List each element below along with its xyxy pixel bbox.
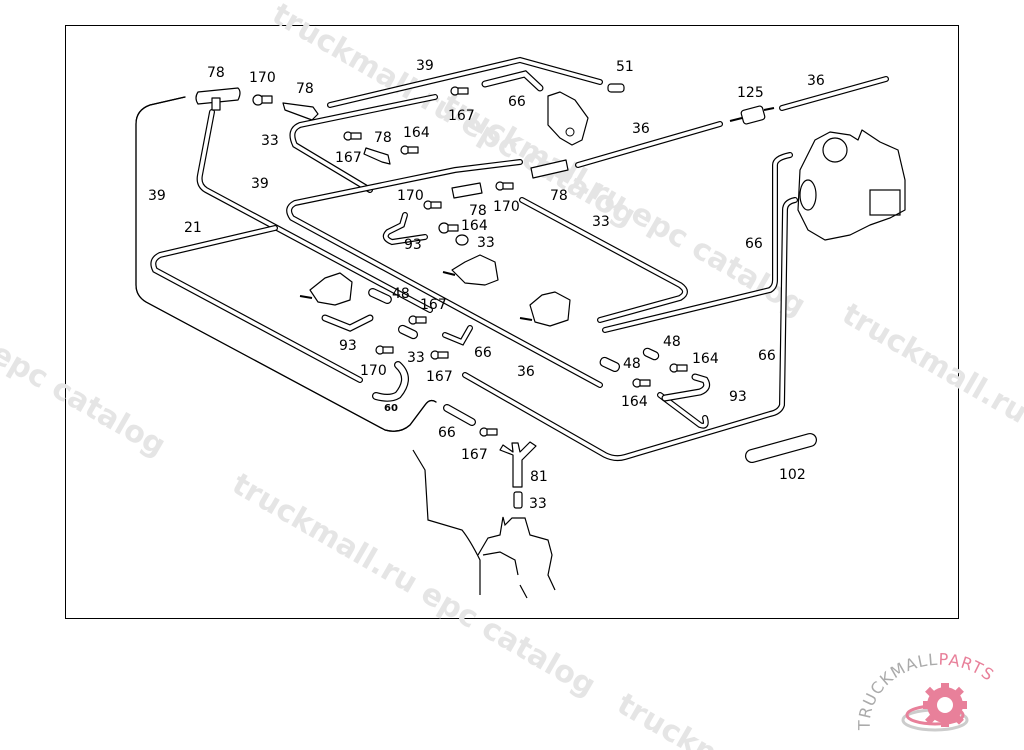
y-piece-78 bbox=[363, 147, 391, 165]
callout-label[interactable]: 78 bbox=[296, 81, 314, 97]
callout-label[interactable]: 39 bbox=[148, 188, 166, 204]
callout-label[interactable]: 33 bbox=[529, 496, 547, 512]
callout-label[interactable]: 102 bbox=[779, 467, 806, 483]
callout-label[interactable]: 66 bbox=[745, 236, 763, 252]
callout-label[interactable]: 78 bbox=[207, 65, 225, 81]
callout-label[interactable]: 93 bbox=[404, 237, 422, 253]
vacuum-actuator bbox=[442, 254, 499, 286]
hose-93 bbox=[321, 314, 374, 332]
check-valve-164 bbox=[669, 363, 688, 373]
vacuum-actuator bbox=[519, 291, 571, 327]
callout-label[interactable]: 39 bbox=[251, 176, 269, 192]
callout-label[interactable]: 78 bbox=[374, 130, 392, 146]
callout-label[interactable]: 66 bbox=[474, 345, 492, 361]
check-valve-170 bbox=[375, 345, 394, 355]
check-valve-167 bbox=[479, 427, 498, 437]
callout-label[interactable]: 164 bbox=[621, 394, 648, 410]
sleeve-48 bbox=[368, 288, 392, 304]
callout-label[interactable]: 33 bbox=[407, 350, 425, 366]
check-valve-167 bbox=[450, 86, 469, 96]
check-valve-170 bbox=[495, 181, 514, 191]
callout-label[interactable]: 66 bbox=[508, 94, 526, 110]
callout-label[interactable]: 48 bbox=[623, 356, 641, 372]
vacuum-actuator bbox=[299, 272, 353, 306]
cap-51 bbox=[607, 83, 625, 93]
callout-label[interactable]: 81 bbox=[530, 469, 548, 485]
watermark: truckmall.ru epc catalog bbox=[0, 227, 171, 464]
callout-label[interactable]: 21 bbox=[184, 220, 202, 236]
callout-label[interactable]: 48 bbox=[663, 334, 681, 350]
sleeve-33 bbox=[397, 324, 419, 340]
callout-label[interactable]: 78 bbox=[469, 203, 487, 219]
callout-label[interactable]: 33 bbox=[592, 214, 610, 230]
check-valve-167 bbox=[430, 350, 449, 360]
truckmall-parts-logo: TRUCKMALLPARTS bbox=[855, 650, 998, 732]
filter-125 bbox=[729, 105, 775, 125]
hose-93 bbox=[661, 373, 711, 402]
diagram-frame bbox=[65, 25, 959, 619]
callout-label[interactable]: 36 bbox=[632, 121, 650, 137]
check-valve-164 bbox=[632, 378, 651, 388]
callout-label[interactable]: 170 bbox=[249, 70, 276, 86]
callout-label[interactable]: 167 bbox=[335, 150, 362, 166]
hose-66 bbox=[442, 325, 473, 346]
check-valve-170 bbox=[252, 94, 273, 106]
callout-label[interactable]: 164 bbox=[403, 125, 430, 141]
callout-label[interactable]: 170 bbox=[397, 188, 424, 204]
sleeve-33 bbox=[513, 491, 523, 509]
callouts: 78 170 78 39 51 66 167 125 36 36 33 78 1… bbox=[148, 58, 825, 512]
check-valve-164 bbox=[438, 222, 459, 234]
turbocharger bbox=[797, 129, 906, 241]
callout-label[interactable]: 167 bbox=[461, 447, 488, 463]
callout-label[interactable]: 170 bbox=[360, 363, 387, 379]
engine-outline bbox=[412, 449, 556, 599]
logo-text-pink: PARTS bbox=[938, 650, 998, 685]
hose-93 bbox=[382, 212, 428, 246]
y-piece-81 bbox=[499, 441, 537, 488]
vacuum-actuator bbox=[547, 91, 589, 146]
callout-label[interactable]: 33 bbox=[477, 235, 495, 251]
callout-label[interactable]: 78 bbox=[550, 188, 568, 204]
check-valve-170 bbox=[423, 200, 442, 210]
check-valve-164 bbox=[400, 145, 419, 155]
callout-label[interactable]: 51 bbox=[616, 59, 634, 75]
callout-label[interactable]: 125 bbox=[737, 85, 764, 101]
parts bbox=[195, 83, 906, 599]
callout-label[interactable]: 36 bbox=[517, 364, 535, 380]
check-valve-167 bbox=[343, 131, 362, 141]
pipes bbox=[135, 56, 889, 463]
callout-label[interactable]: 66 bbox=[438, 425, 456, 441]
sleeve-48 bbox=[642, 347, 660, 361]
callout-label[interactable]: 93 bbox=[339, 338, 357, 354]
gear-icon bbox=[901, 683, 969, 732]
t-piece-78 bbox=[451, 182, 483, 199]
callout-label[interactable]: 164 bbox=[461, 218, 488, 234]
t-piece-78 bbox=[530, 159, 569, 179]
callout-label[interactable]: 36 bbox=[807, 73, 825, 89]
y-piece-78 bbox=[282, 102, 319, 121]
callout-label[interactable]: 167 bbox=[448, 108, 475, 124]
t-piece-78 bbox=[195, 87, 241, 111]
callout-label[interactable]: 60 bbox=[384, 403, 398, 414]
check-valve-167 bbox=[408, 315, 427, 325]
callout-label[interactable]: 48 bbox=[392, 286, 410, 302]
callout-label[interactable]: 167 bbox=[420, 297, 447, 313]
callout-label[interactable]: 167 bbox=[426, 369, 453, 385]
callout-label[interactable]: 93 bbox=[729, 389, 747, 405]
callout-label[interactable]: 39 bbox=[416, 58, 434, 74]
sleeve-48 bbox=[599, 356, 621, 373]
callout-label[interactable]: 164 bbox=[692, 351, 719, 367]
callout-label[interactable]: 66 bbox=[758, 348, 776, 364]
hose-33 bbox=[455, 234, 469, 246]
callout-label[interactable]: 170 bbox=[493, 199, 520, 215]
watermark: truckmall.ru epc catalog bbox=[836, 297, 1024, 534]
callout-label[interactable]: 33 bbox=[261, 133, 279, 149]
